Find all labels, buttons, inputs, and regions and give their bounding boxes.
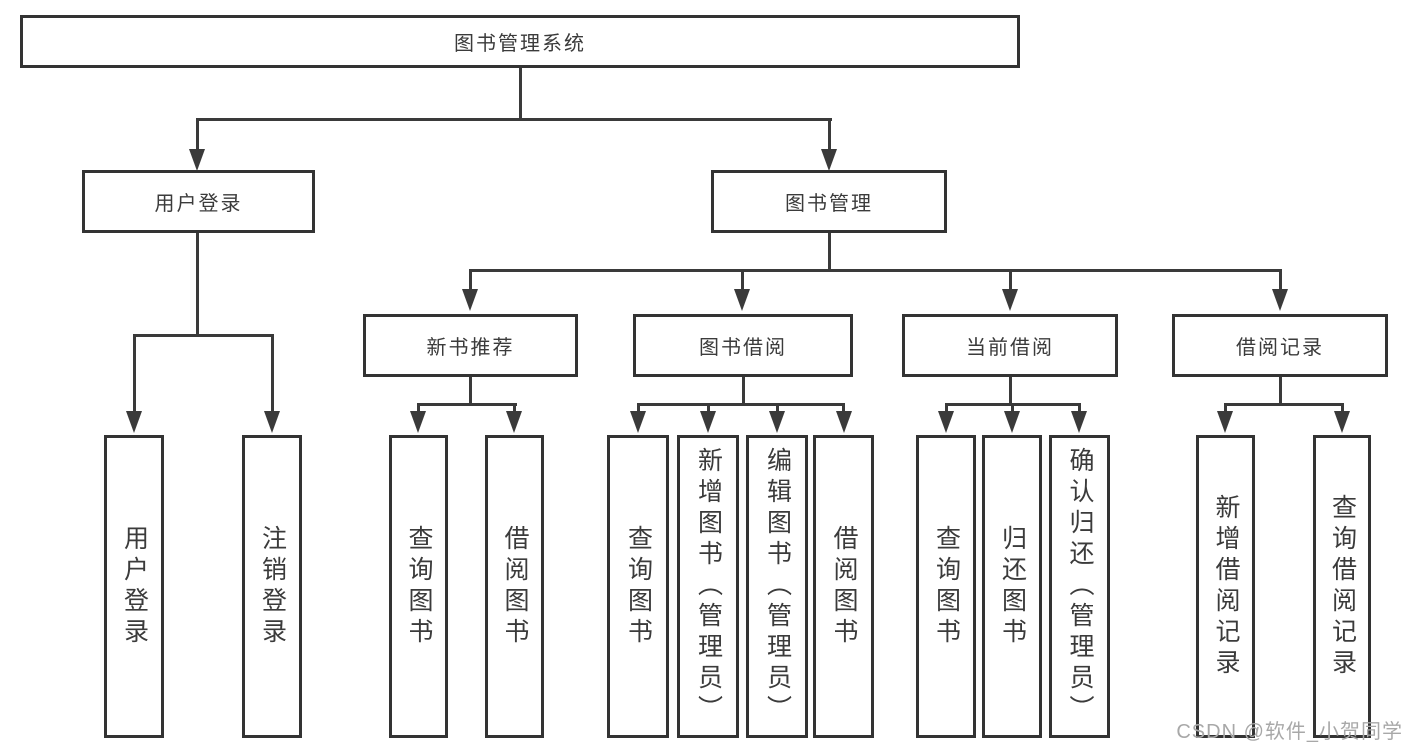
node-label: 注销登录 (258, 524, 287, 649)
node-label: 图书借阅 (699, 337, 787, 359)
connector-line (637, 403, 640, 413)
connector-line (133, 334, 274, 337)
arrow-down-icon (126, 411, 142, 433)
connector-line (945, 403, 948, 413)
node-label: 图书管理 (785, 193, 873, 215)
node-label: 查询图书 (624, 524, 653, 649)
connector-line (1009, 269, 1012, 291)
connector-line (1078, 403, 1081, 413)
leaf-borrow-books-borrowing: 借阅图书 (813, 435, 874, 738)
node-label: 新增图书（管理员） (694, 447, 723, 726)
arrow-down-icon (938, 411, 954, 433)
leaf-borrow-books-recommend: 借阅图书 (485, 435, 544, 738)
leaf-user-login: 用户登录 (104, 435, 164, 738)
connector-line (196, 118, 199, 152)
leaf-return-books: 归还图书 (982, 435, 1042, 738)
connector-line (828, 233, 831, 272)
node-label: 用户登录 (120, 524, 149, 649)
arrow-down-icon (264, 411, 280, 433)
node-label: 新增借阅记录 (1212, 493, 1240, 680)
node-label: 借阅图书 (501, 524, 529, 649)
connector-line (776, 403, 779, 413)
leaf-query-books-borrowing: 查询图书 (607, 435, 669, 738)
node-label: 编辑图书（管理员） (763, 447, 792, 726)
arrow-down-icon (1272, 289, 1288, 311)
arrow-down-icon (1004, 411, 1020, 433)
arrow-down-icon (189, 149, 205, 171)
connector-line (513, 403, 516, 413)
connector-line (1009, 377, 1012, 406)
arrow-down-icon (700, 411, 716, 433)
node-label: 确认归还（管理员） (1066, 447, 1094, 726)
node-label: 归还图书 (998, 524, 1027, 649)
connector-line (1224, 403, 1227, 413)
node-book-borrowing: 图书借阅 (633, 314, 853, 377)
node-new-book-recommend: 新书推荐 (363, 314, 578, 377)
leaf-query-books-recommend: 查询图书 (389, 435, 448, 738)
node-label: 新书推荐 (426, 337, 515, 359)
connector-line (1224, 403, 1344, 406)
node-book-management: 图书管理 (711, 170, 947, 233)
arrow-down-icon (410, 411, 426, 433)
arrow-down-icon (1071, 411, 1087, 433)
arrow-down-icon (506, 411, 522, 433)
leaf-add-books-admin: 新增图书（管理员） (677, 435, 739, 738)
connector-line (417, 403, 420, 413)
connector-line (1279, 269, 1282, 291)
arrow-down-icon (1334, 411, 1350, 433)
node-label: 借阅图书 (830, 524, 858, 649)
connector-line (196, 118, 832, 121)
node-library-management-system: 图书管理系统 (20, 15, 1020, 68)
connector-line (519, 68, 522, 121)
connector-line (417, 403, 517, 406)
node-current-borrowing: 当前借阅 (902, 314, 1118, 377)
node-user-login: 用户登录 (82, 170, 315, 233)
connector-line (741, 269, 744, 291)
arrow-down-icon (836, 411, 852, 433)
node-label: 查询图书 (405, 524, 433, 649)
node-label: 图书管理系统 (454, 33, 586, 55)
leaf-logout: 注销登录 (242, 435, 302, 738)
arrow-down-icon (462, 289, 478, 311)
connector-line (469, 377, 472, 406)
arrow-down-icon (630, 411, 646, 433)
arrow-down-icon (821, 149, 837, 171)
node-label: 当前借阅 (966, 337, 1054, 359)
leaf-query-books-current: 查询图书 (916, 435, 976, 738)
arrow-down-icon (734, 289, 750, 311)
connector-line (828, 118, 831, 152)
connector-line (842, 403, 845, 413)
leaf-confirm-return-admin: 确认归还（管理员） (1049, 435, 1110, 738)
connector-line (271, 334, 274, 412)
connector-line (707, 403, 710, 413)
arrow-down-icon (1002, 289, 1018, 311)
connector-line (469, 269, 1282, 272)
leaf-add-borrow-record: 新增借阅记录 (1196, 435, 1255, 738)
node-label: 借阅记录 (1236, 337, 1324, 359)
connector-line (196, 233, 199, 337)
node-label: 用户登录 (154, 193, 243, 215)
node-label: 查询借阅记录 (1328, 493, 1357, 680)
node-borrowing-records: 借阅记录 (1172, 314, 1388, 377)
leaf-edit-books-admin: 编辑图书（管理员） (746, 435, 808, 738)
node-label: 查询图书 (932, 524, 961, 649)
arrow-down-icon (1217, 411, 1233, 433)
connector-line (469, 269, 472, 291)
connector-line (1279, 377, 1282, 406)
csdn-watermark: CSDN @软件_小贺同学 (1176, 721, 1403, 743)
connector-line (1341, 403, 1344, 413)
connector-line (637, 403, 845, 406)
arrow-down-icon (769, 411, 785, 433)
leaf-query-borrow-record: 查询借阅记录 (1313, 435, 1371, 738)
connector-line (742, 377, 745, 406)
connector-line (133, 334, 136, 412)
connector-line (1011, 403, 1014, 413)
